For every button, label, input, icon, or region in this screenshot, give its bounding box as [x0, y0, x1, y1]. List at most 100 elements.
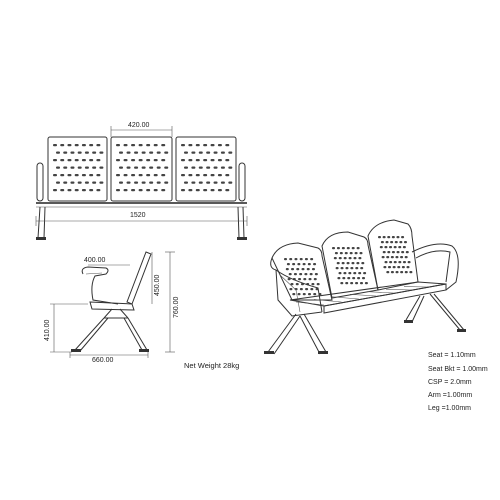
perforation-slot [390, 256, 394, 259]
perforation-slot [53, 159, 57, 162]
perforation-slot [181, 159, 185, 162]
perforation-slot [195, 159, 200, 162]
perforation-slot [181, 174, 185, 177]
perforation-slot [363, 272, 367, 275]
perforation-slot [77, 151, 82, 154]
perforation-slot [156, 166, 161, 169]
perforation-slot [188, 174, 193, 177]
perforation-slot [188, 159, 193, 162]
perforation-slot [81, 159, 86, 162]
perforation-slot [332, 247, 335, 250]
perforation-slot [89, 144, 94, 147]
perforation-slot [225, 159, 230, 162]
perforation-slot [390, 241, 394, 244]
perforation-slot [361, 262, 365, 265]
perforation-slot [396, 236, 400, 239]
perforation-slot [297, 263, 301, 266]
perforation-slot [116, 144, 120, 147]
perforation-slot [352, 277, 356, 280]
perforation-slot [161, 159, 166, 162]
perforation-slot [339, 252, 343, 255]
seat-slot [349, 293, 377, 297]
perforation-slot [126, 166, 131, 169]
perforation-slot [310, 288, 314, 291]
perforation-slot [220, 166, 225, 169]
perforation-slot [358, 272, 362, 275]
perforation-slot [131, 159, 136, 162]
perspective-armrest-right [411, 243, 459, 291]
front-armrest-right [238, 162, 246, 202]
perforation-slot [355, 282, 359, 285]
perforation-slot [286, 263, 290, 266]
perforation-slot [184, 151, 188, 154]
perforation-slot [402, 261, 406, 264]
perforation-slot [67, 189, 72, 192]
perforation-slot [228, 166, 233, 169]
perforation-slot [350, 267, 354, 270]
perforation-slot [67, 144, 72, 147]
spec-seat-bracket: Seat Bkt = 1.00mm [428, 366, 488, 373]
perforation-slot [99, 181, 104, 184]
perforation-slot [390, 271, 394, 274]
perforation-slot [360, 267, 364, 270]
perforation-slot [225, 174, 230, 177]
perforation-slot [161, 174, 166, 177]
perforation-slot [217, 174, 222, 177]
perforation-slot [313, 263, 317, 266]
perforation-slot [349, 252, 353, 255]
perforation-slot [164, 166, 169, 169]
perforation-slot [126, 151, 131, 154]
perforation-slot [84, 181, 89, 184]
perforation-slot [81, 189, 86, 192]
perforation-slot [96, 144, 101, 147]
perforation-slot [292, 293, 296, 296]
perforation-slot [397, 266, 401, 269]
perforation-slot [346, 262, 350, 265]
perforation-slot [400, 271, 404, 274]
perspective-leg-front-left [267, 313, 301, 355]
perspective-leg-rear-left [299, 313, 327, 355]
side-frame [103, 308, 129, 319]
perforation-slot [56, 181, 60, 184]
perforation-slot [338, 272, 342, 275]
perforation-slot [293, 273, 297, 276]
perforation-slot [116, 174, 120, 177]
perforation-slot [298, 278, 302, 281]
perforation-slot [198, 166, 203, 169]
perforation-slot [210, 144, 215, 147]
perforation-slot [343, 272, 347, 275]
perforation-slot [213, 151, 218, 154]
side-backrest [126, 251, 152, 305]
perforation-slot [382, 251, 386, 254]
perforation-slot [307, 293, 311, 296]
perforation-slot [398, 261, 402, 264]
perforation-slot [74, 159, 79, 162]
seat-slot [295, 301, 325, 306]
perforation-slot [310, 258, 314, 261]
perforation-slot [70, 151, 75, 154]
perforation-slot [311, 283, 315, 286]
perforation-slot [96, 159, 101, 162]
perforation-slot [228, 151, 233, 154]
perforation-slot [401, 251, 405, 254]
perforation-slot [123, 189, 128, 192]
perforation-slot [126, 181, 131, 184]
front-back-panel-left [47, 136, 108, 202]
perforation-slot [400, 256, 404, 259]
side-leg-rear [123, 317, 148, 351]
perforation-slot [407, 261, 411, 264]
perforation-slot [382, 236, 386, 239]
perforation-slot [210, 189, 215, 192]
perforation-slot [396, 251, 400, 254]
perforation-slot [391, 236, 395, 239]
perforation-slot [316, 283, 320, 286]
net-weight: Net Weight 28kg [184, 361, 239, 370]
perforation-slot [409, 271, 413, 274]
perforation-slot [302, 293, 306, 296]
perforation-slot [217, 144, 222, 147]
perforation-slot [198, 181, 203, 184]
perforation-slot [119, 166, 123, 169]
perspective-perforations [284, 236, 413, 296]
perforation-slot [401, 266, 405, 269]
perforation-slot [149, 166, 154, 169]
